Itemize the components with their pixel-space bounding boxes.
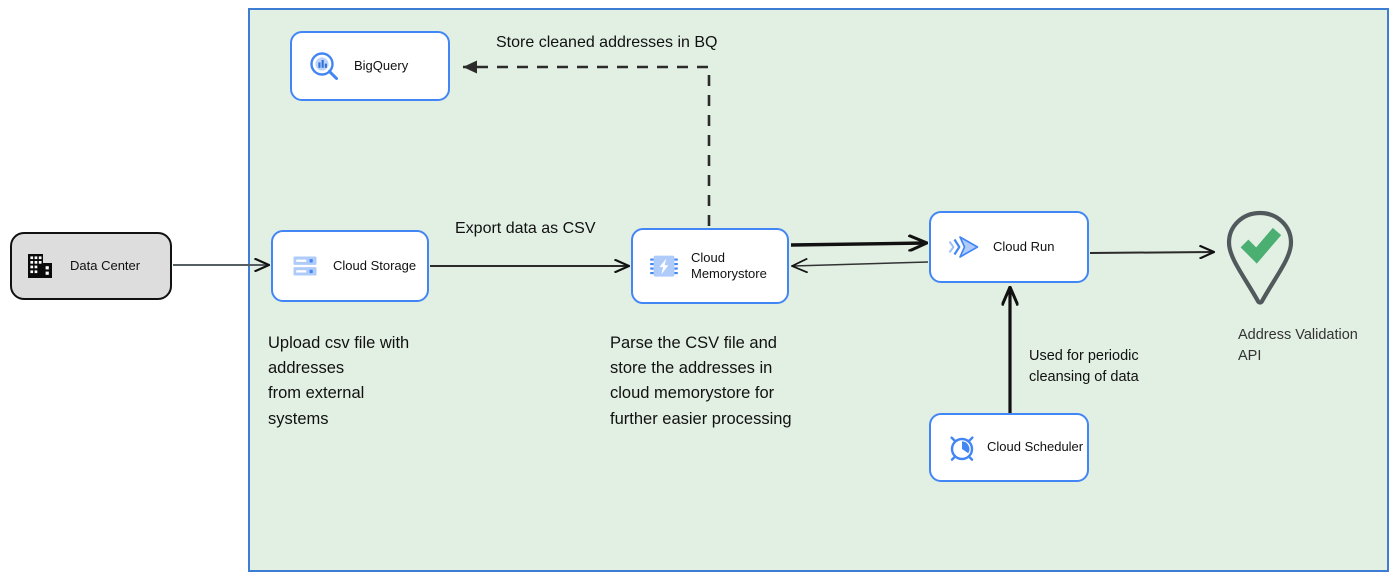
node-cloud-run[interactable]: Cloud Run — [929, 211, 1089, 283]
node-bigquery-label: BigQuery — [354, 57, 409, 73]
cloud-memorystore-icon — [649, 251, 679, 281]
cloud-scheduler-icon — [947, 433, 977, 463]
node-cloud-storage[interactable]: Cloud Storage — [271, 230, 429, 302]
node-cloud-memorystore[interactable]: Cloud Memorystore — [631, 228, 789, 304]
annotation-upload-csv: Upload csv file with addresses from exte… — [268, 334, 410, 428]
edge-label-store-cleaned-in-bq: Store cleaned addresses in BQ — [496, 34, 718, 51]
edge-label-export-data-as-csv: Export data as CSV — [455, 220, 596, 237]
google-cloud-boundary-panel — [248, 8, 1389, 572]
node-cloud-memorystore-label: Cloud Memorystore — [691, 249, 767, 281]
edge-cloudrun-to-memorystore — [793, 262, 929, 266]
data-center-building-icon — [26, 251, 56, 281]
node-address-validation-api-label: Address Validation API — [1238, 327, 1358, 365]
node-bigquery[interactable]: BigQuery — [290, 31, 450, 101]
node-cloud-storage-label: Cloud Storage — [333, 257, 417, 273]
edge-memorystore-to-bigquery-dashed — [463, 60, 711, 226]
node-cloud-run-label: Cloud Run — [993, 238, 1055, 254]
node-cloud-scheduler-label: Cloud Scheduler — [987, 439, 1084, 455]
cloud-storage-icon — [291, 252, 319, 280]
node-address-validation-api[interactable] — [1220, 208, 1300, 308]
bigquery-icon — [308, 50, 340, 82]
edge-cloudrun-to-address-api — [1089, 252, 1213, 253]
annotation-parse-csv: Parse the CSV file and store the address… — [610, 334, 792, 428]
node-data-center-label: Data Center — [70, 257, 141, 273]
cloud-run-icon — [947, 232, 981, 262]
annotation-periodic-cleansing: Used for periodic cleansing of data — [1029, 348, 1139, 386]
node-cloud-scheduler[interactable]: Cloud Scheduler — [929, 413, 1089, 482]
map-pin-check-icon — [1226, 210, 1294, 305]
edge-memorystore-to-cloudrun — [790, 243, 926, 245]
node-data-center[interactable]: Data Center — [10, 232, 172, 300]
